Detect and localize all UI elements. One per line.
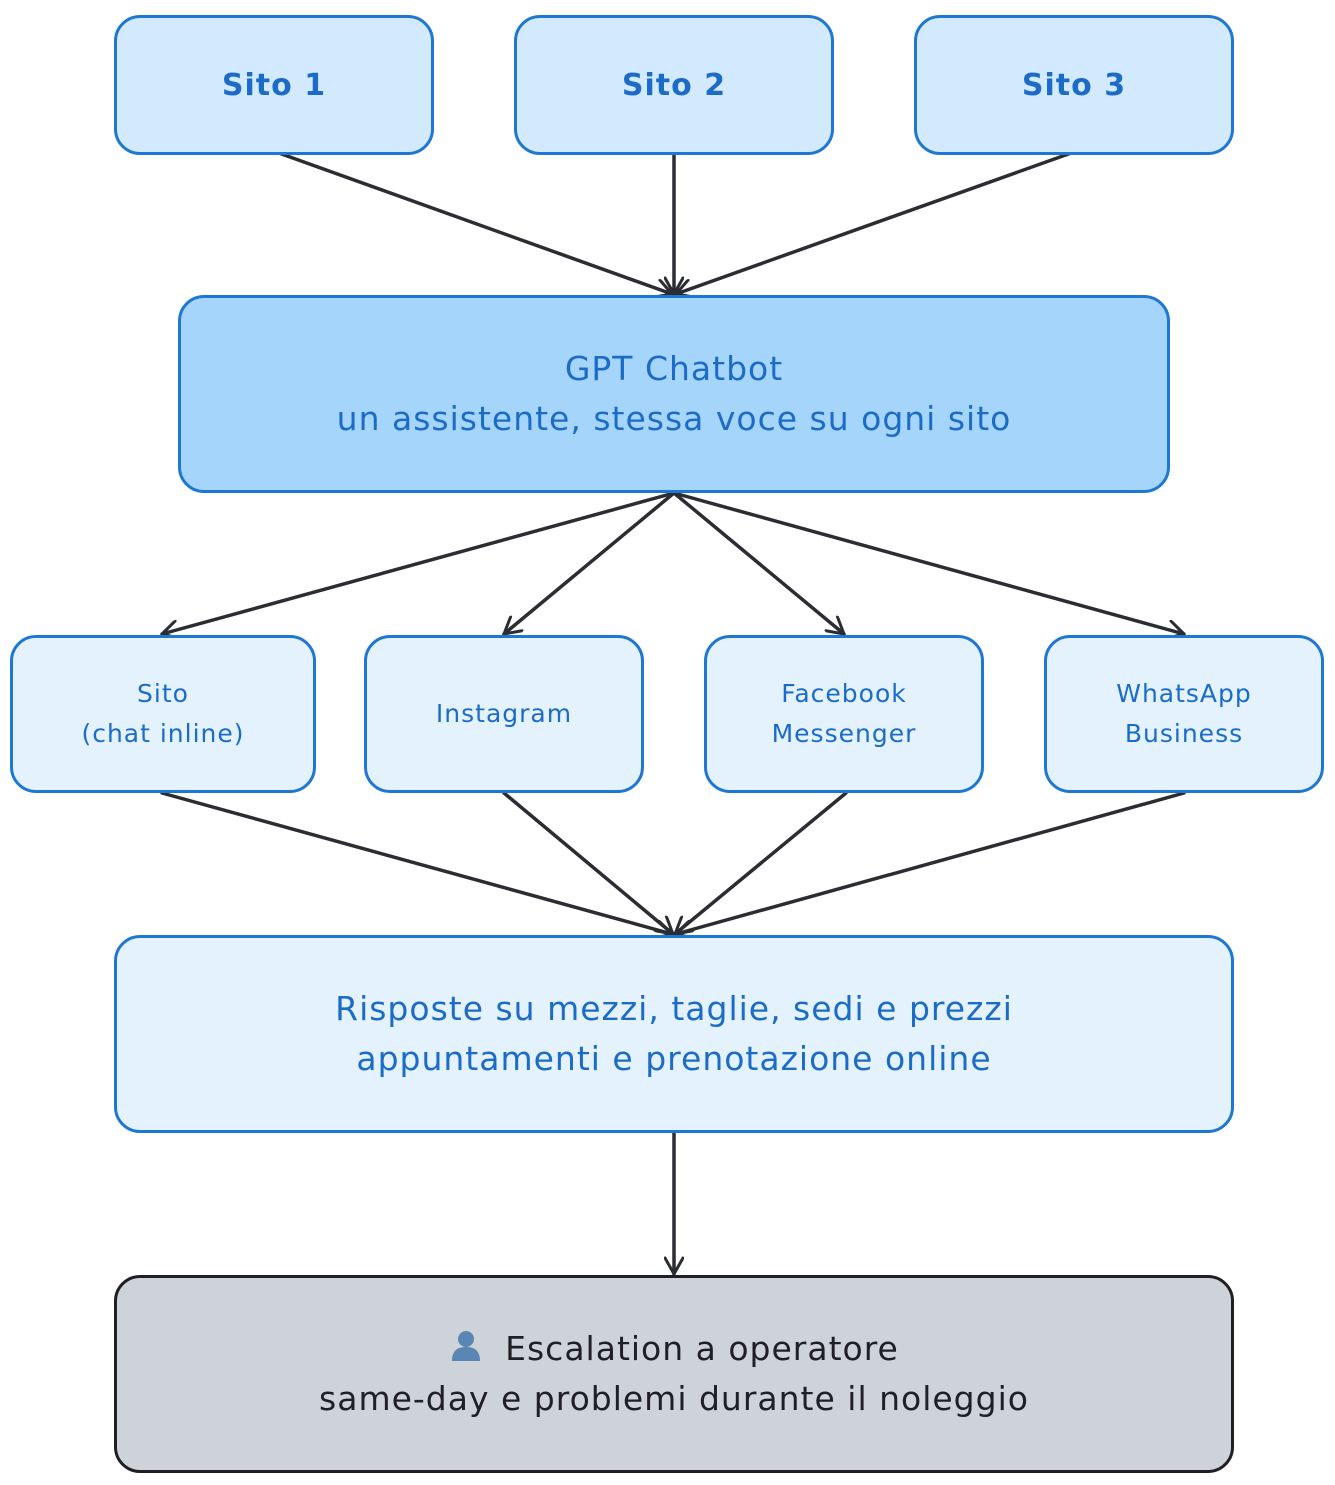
site-node-1: Sito 1 — [114, 15, 434, 155]
edge-whatsapp-answers — [674, 791, 1186, 934]
answers-line1: Risposte su mezzi, taglie, sedi e prezzi — [335, 989, 1013, 1028]
escalation-title: Escalation a operatore — [505, 1329, 899, 1368]
edge-chatbot-facebook — [672, 491, 846, 636]
channel-node-facebook-messenger: Facebook Messenger — [704, 635, 984, 793]
chatbot-subtitle: un assistente, stessa voce su ogni sito — [336, 399, 1012, 438]
site-node-label: Sito 3 — [1021, 67, 1127, 103]
channel-label-line2: (chat inline) — [81, 719, 245, 748]
escalation-subtitle: same-day e problemi durante il noleggio — [319, 1379, 1029, 1418]
answers-node: Risposte su mezzi, taglie, sedi e prezzi… — [114, 935, 1234, 1133]
channel-label-line1: WhatsApp — [1116, 679, 1252, 708]
answers-line2: appuntamenti e prenotazione online — [356, 1039, 992, 1078]
channel-label-line1: Facebook — [781, 679, 907, 708]
channel-label-line2: Messenger — [771, 719, 917, 748]
edge-chatbot-sitechat — [160, 491, 676, 634]
edge-site3-chatbot — [674, 150, 1076, 294]
edge-instagram-answers — [502, 791, 675, 936]
channel-node-instagram: Instagram — [364, 635, 644, 793]
edge-chatbot-instagram — [502, 491, 676, 636]
channel-label-line1: Instagram — [435, 699, 573, 728]
edge-facebook-answers — [673, 791, 848, 936]
chatbot-node: GPT Chatbot un assistente, stessa voce s… — [178, 295, 1170, 493]
site-node-label: Sito 1 — [221, 67, 327, 103]
person-icon — [449, 1324, 483, 1374]
escalation-title-row: Escalation a operatore — [449, 1324, 899, 1374]
site-node-2: Sito 2 — [514, 15, 834, 155]
site-node-label: Sito 2 — [621, 67, 727, 103]
edge-chatbot-whatsapp — [672, 491, 1186, 634]
channel-node-site-chat: Sito (chat inline) — [10, 635, 316, 793]
chatbot-title: GPT Chatbot — [564, 349, 784, 388]
channel-label-line1: Sito — [137, 679, 189, 708]
edge-sitechat-answers — [160, 791, 674, 934]
site-node-3: Sito 3 — [914, 15, 1234, 155]
edge-site1-chatbot — [274, 150, 674, 294]
channel-node-whatsapp-business: WhatsApp Business — [1044, 635, 1324, 793]
escalation-node: Escalation a operatore same-day e proble… — [114, 1275, 1234, 1473]
channel-label-line2: Business — [1124, 719, 1244, 748]
